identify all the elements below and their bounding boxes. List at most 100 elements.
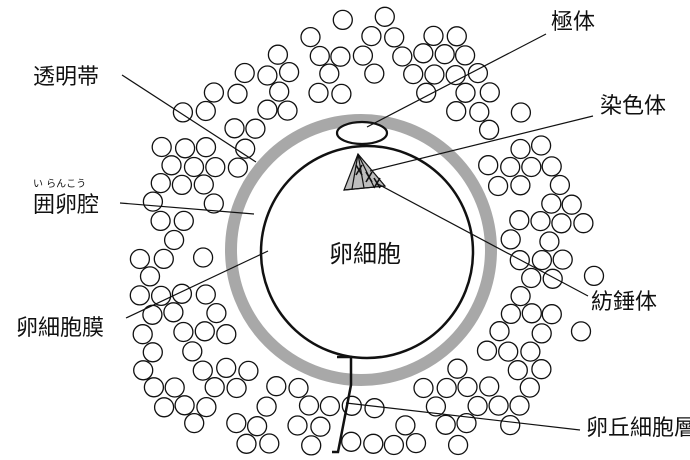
cumulus-cell [488, 395, 509, 416]
cumulus-cell [132, 324, 153, 345]
polar-body [335, 120, 389, 146]
cumulus-cell [173, 321, 194, 343]
cumulus-cell [193, 174, 214, 195]
oocyte-membrane [259, 144, 475, 360]
leader-polar-body [366, 33, 547, 128]
cumulus-cell [309, 45, 330, 67]
cumulus-cell [456, 412, 477, 434]
cumulus-cell [196, 396, 217, 418]
leader-zona [121, 74, 257, 163]
cumulus-cell [507, 360, 528, 381]
leader-perivitelline [119, 202, 255, 215]
cumulus-cell [277, 100, 298, 121]
cumulus-cell [531, 249, 553, 271]
cumulus-cell [216, 324, 237, 345]
cumulus-cell [259, 433, 280, 454]
cumulus-cell [287, 415, 308, 436]
cumulus-cell [510, 102, 532, 123]
leader-cumulus [345, 402, 581, 431]
cumulus-cell [142, 342, 163, 363]
cumulus-cell [266, 376, 287, 397]
cumulus-cell [447, 358, 468, 379]
cumulus-cell [150, 172, 171, 194]
cumulus-cell [541, 193, 562, 214]
cumulus-cell [163, 229, 185, 251]
leader-membrane [125, 250, 269, 319]
label-spindle: 紡錘体 [591, 290, 657, 315]
cumulus-cell [509, 210, 530, 231]
cumulus-cell [467, 62, 489, 84]
cumulus-cell [552, 249, 573, 270]
cumulus-cell [269, 81, 290, 102]
cumulus-cell [139, 266, 161, 287]
cumulus-cell [413, 377, 434, 399]
cumulus-cell [142, 191, 164, 212]
label-perivitelline-reading: い らんこう [33, 178, 86, 190]
cumulus-cell [425, 396, 447, 417]
cumulus-cell [301, 435, 322, 456]
cumulus-cell [361, 25, 382, 47]
cumulus-cell [583, 265, 605, 287]
cumulus-cell [521, 156, 542, 178]
leader-chromosome [369, 115, 594, 172]
cumulus-cell [216, 357, 237, 379]
cumulus-cell [478, 119, 500, 140]
cumulus-cell [352, 45, 374, 66]
cumulus-cell [256, 396, 277, 417]
cumulus-cell [133, 360, 154, 381]
cumulus-cell [561, 194, 582, 215]
cumulus-cell [509, 395, 530, 416]
cumulus-cell [234, 62, 255, 84]
cumulus-cell [423, 25, 444, 47]
cumulus-cell [332, 9, 353, 31]
cumulus-cell [539, 231, 560, 252]
cumulus-cell [257, 65, 278, 86]
cumulus-cell [541, 156, 562, 177]
cumulus-cell [487, 175, 509, 197]
cumulus-cell [257, 99, 278, 120]
cumulus-cell [510, 138, 531, 160]
cumulus-cell [227, 83, 248, 104]
cumulus-cell [364, 398, 385, 419]
cumulus-cell [392, 46, 413, 67]
cumulus-cell [173, 210, 194, 232]
cumulus-cell [521, 303, 542, 324]
cumulus-cell [227, 157, 249, 178]
cumulus-cell [330, 46, 351, 67]
cumulus-cell [298, 395, 320, 416]
cumulus-cell [476, 340, 498, 361]
cumulus-cell [416, 82, 437, 103]
cumulus-cell [203, 193, 224, 214]
cumulus-cell [447, 434, 469, 456]
leader-spindle [375, 182, 589, 297]
cumulus-cell [163, 302, 184, 323]
cumulus-cell [205, 156, 226, 178]
cumulus-cell [364, 63, 385, 84]
label-chromosome: 染色体 [600, 94, 666, 119]
cumulus-cell [531, 359, 552, 380]
cumulus-cell [549, 174, 571, 196]
cumulus-cell [531, 323, 552, 344]
cumulus-cell [573, 213, 594, 234]
cumulus-cell [195, 137, 217, 158]
cumulus-bracket [332, 355, 353, 454]
cumulus-cell [541, 304, 562, 325]
cumulus-cell [403, 63, 424, 85]
cumulus-cell [278, 61, 300, 83]
cumulus-cell [174, 138, 196, 159]
cumulus-cell [500, 156, 521, 178]
cumulus-cells [129, 6, 605, 456]
cumulus-cell [498, 341, 519, 362]
cumulus-cell [204, 377, 225, 398]
cumulus-cell [570, 321, 592, 342]
cumulus-cell [153, 248, 174, 270]
cumulus-cell [174, 395, 195, 416]
cumulus-cell [194, 321, 215, 342]
cumulus-cell [405, 432, 427, 454]
cumulus-cell [478, 155, 499, 176]
cumulus-cell [489, 321, 510, 342]
cumulus-cell [129, 248, 151, 270]
label-oocyte-membrane: 卵細胞膜 [16, 316, 104, 341]
cumulus-cell [551, 213, 572, 234]
cumulus-cell [192, 360, 213, 381]
